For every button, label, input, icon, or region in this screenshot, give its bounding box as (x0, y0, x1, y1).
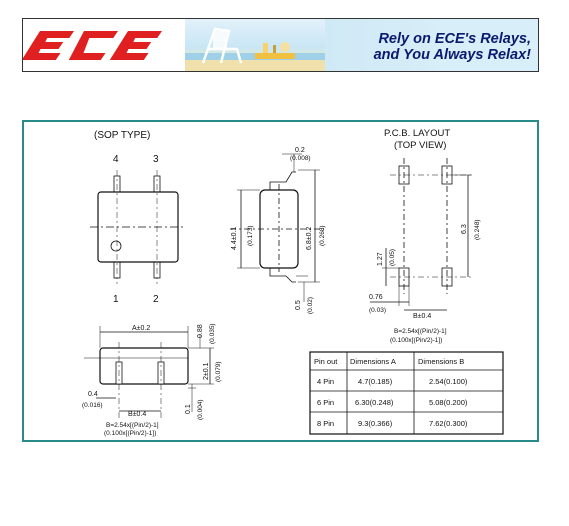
pcb-span-in: (0.248) (474, 219, 481, 240)
table-header-pinout: Pin out (314, 357, 338, 366)
pin-label-4: 4 (113, 154, 119, 165)
table-cell: 9.3(0.366) (358, 419, 393, 428)
dim-lead-span: 6.8±0.2 (306, 227, 313, 250)
banner-sky (325, 19, 445, 71)
dim-standoff-in: (0.02) (307, 297, 314, 314)
side-formula-in: (0.100x[(Pin/2)-1]) (104, 430, 156, 437)
pcb-pad-pitch: 1.27 (377, 252, 384, 266)
dim-height: 0.88 (197, 324, 204, 338)
beach-chair-illustration (185, 27, 325, 71)
logo-area (23, 19, 185, 71)
pcb-pad-width-in: (0.03) (369, 307, 386, 314)
table-cell: 6 Pin (317, 398, 334, 407)
header-banner: Rely on ECE's Relays, and You Always Rel… (22, 18, 539, 72)
dim-standoff: 0.5 (295, 300, 302, 310)
table-cell: 4 Pin (317, 377, 334, 386)
side-formula: B=2.54x[(Pin/2)-1] (106, 422, 159, 429)
tagline-line-1: Rely on ECE's Relays, (378, 31, 531, 47)
dimensions-table (309, 351, 504, 435)
pcb-pad-pitch-in: (0.05) (389, 249, 396, 266)
dim-gap: 0.1 (185, 404, 192, 414)
side-length-view (84, 326, 214, 418)
dimension-drawing: (SOP TYPE) 4 3 1 2 (82, 128, 504, 437)
dim-lead-span-in: (0.268) (319, 225, 326, 246)
pcb-formula: B=2.54x[(Pin/2)-1] (394, 328, 447, 335)
pcb-layout (370, 158, 472, 311)
table-cell: 6.30(0.248) (355, 398, 394, 407)
pcb-b-dim: B±0.4 (413, 313, 431, 320)
beach-image (185, 19, 325, 71)
dimension-drawing-frame: (SOP TYPE) 4 3 1 2 (22, 120, 539, 442)
table-cell: 8 Pin (317, 419, 334, 428)
dim-length-a: A±0.2 (132, 325, 150, 332)
pin-label-1: 1 (113, 294, 119, 305)
ece-logo (23, 31, 163, 60)
pcb-span: 6.3 (461, 224, 468, 234)
dim-body-height-in: (0.079) (215, 361, 222, 382)
table-cell: 4.7(0.185) (358, 377, 393, 386)
pcb-layout-subtitle: (TOP VIEW) (394, 140, 446, 151)
pcb-layout-title: P.C.B. LAYOUT (384, 128, 450, 139)
dim-lead-width-in: (0.008) (290, 155, 311, 162)
table-cell: 2.54(0.100) (429, 377, 468, 386)
table-cell: 7.62(0.300) (429, 419, 468, 428)
tagline: Rely on ECE's Relays, and You Always Rel… (283, 31, 531, 63)
dim-lead-thickness: 0.4 (88, 391, 98, 398)
table-header-dim-b: Dimensions B (418, 357, 464, 366)
pin-label-3: 3 (153, 154, 159, 165)
dim-body-width-in: (0.173) (247, 225, 254, 246)
table-cell: 5.08(0.200) (429, 398, 468, 407)
sop-top-view (90, 170, 186, 284)
table-header-dim-a: Dimensions A (350, 357, 396, 366)
side-b-dim: B±0.4 (128, 411, 146, 418)
sop-type-title: (SOP TYPE) (94, 130, 150, 141)
side-profile-view (230, 153, 324, 302)
dim-lead-thickness-in: (0.016) (82, 402, 103, 409)
tagline-line-2: and You Always Relax! (373, 47, 531, 63)
banner-sky-right (443, 19, 538, 71)
dim-body-width: 4.4±0.1 (231, 227, 238, 250)
dim-height-in: (0.035) (209, 323, 216, 344)
pin-label-2: 2 (153, 294, 159, 305)
pcb-formula-in: (0.100x[(Pin/2)-1]) (390, 337, 442, 344)
pcb-pad-width: 0.76 (369, 294, 383, 301)
dim-body-height: 2±0.1 (203, 362, 210, 380)
dim-gap-in: (0.004) (197, 399, 204, 420)
dim-lead-width: 0.2 (295, 147, 305, 154)
